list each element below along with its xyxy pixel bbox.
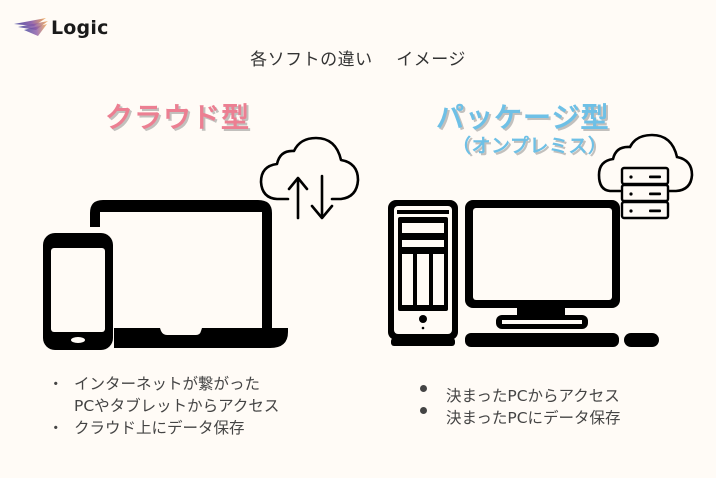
bullet-dot bbox=[420, 407, 427, 414]
list-item: ・ クラウド上にデータ保存 bbox=[48, 417, 279, 439]
bullet-text-line: インターネットが繋がった bbox=[74, 375, 261, 393]
mouse-icon bbox=[624, 333, 659, 347]
cloud-heading: クラウド型 bbox=[105, 101, 251, 134]
monitor-icon bbox=[465, 200, 620, 329]
bullet-text: 決まったPCにデータ保存 bbox=[446, 409, 621, 427]
cloud-bullet-list: ・ インターネットが繋がった PCやタブレットからアクセス ・ クラウド上にデー… bbox=[48, 373, 279, 439]
cloud-illustration bbox=[43, 136, 360, 350]
smartphone-icon bbox=[43, 233, 113, 350]
list-item: 決まったPCからアクセス bbox=[420, 385, 621, 407]
keyboard-icon bbox=[465, 333, 619, 347]
list-item: 決まったPCにデータ保存 bbox=[420, 407, 621, 429]
package-heading: パッケージ型 bbox=[436, 101, 610, 134]
cloud-sync-icon bbox=[259, 136, 360, 220]
package-illustration bbox=[388, 133, 694, 347]
bullet-text: 決まったPCからアクセス bbox=[446, 387, 620, 405]
brand-name: Logic bbox=[51, 17, 109, 39]
bullet-dot bbox=[420, 385, 427, 392]
cloud-server-icon bbox=[597, 133, 694, 220]
page-title: 各ソフトの違い イメージ bbox=[0, 45, 716, 70]
title-right: イメージ bbox=[396, 50, 466, 70]
brand-logo: Logic bbox=[12, 16, 109, 40]
title-left: 各ソフトの違い bbox=[250, 50, 373, 70]
bullet-text-line: クラウド上にデータ保存 bbox=[74, 419, 245, 437]
package-bullet-list: 決まったPCからアクセス 決まったPCにデータ保存 bbox=[420, 385, 621, 429]
list-item: ・ インターネットが繋がった PCやタブレットからアクセス bbox=[48, 373, 279, 417]
bullet-text-line: PCやタブレットからアクセス bbox=[74, 397, 280, 415]
package-subheading: （オンプレミス） bbox=[452, 135, 608, 157]
bullet-dot: ・ bbox=[48, 419, 64, 437]
desktop-tower-icon bbox=[388, 200, 458, 346]
laptop-icon bbox=[90, 200, 288, 348]
bullet-dot: ・ bbox=[48, 375, 64, 393]
logo-swoosh-icon bbox=[14, 18, 48, 36]
